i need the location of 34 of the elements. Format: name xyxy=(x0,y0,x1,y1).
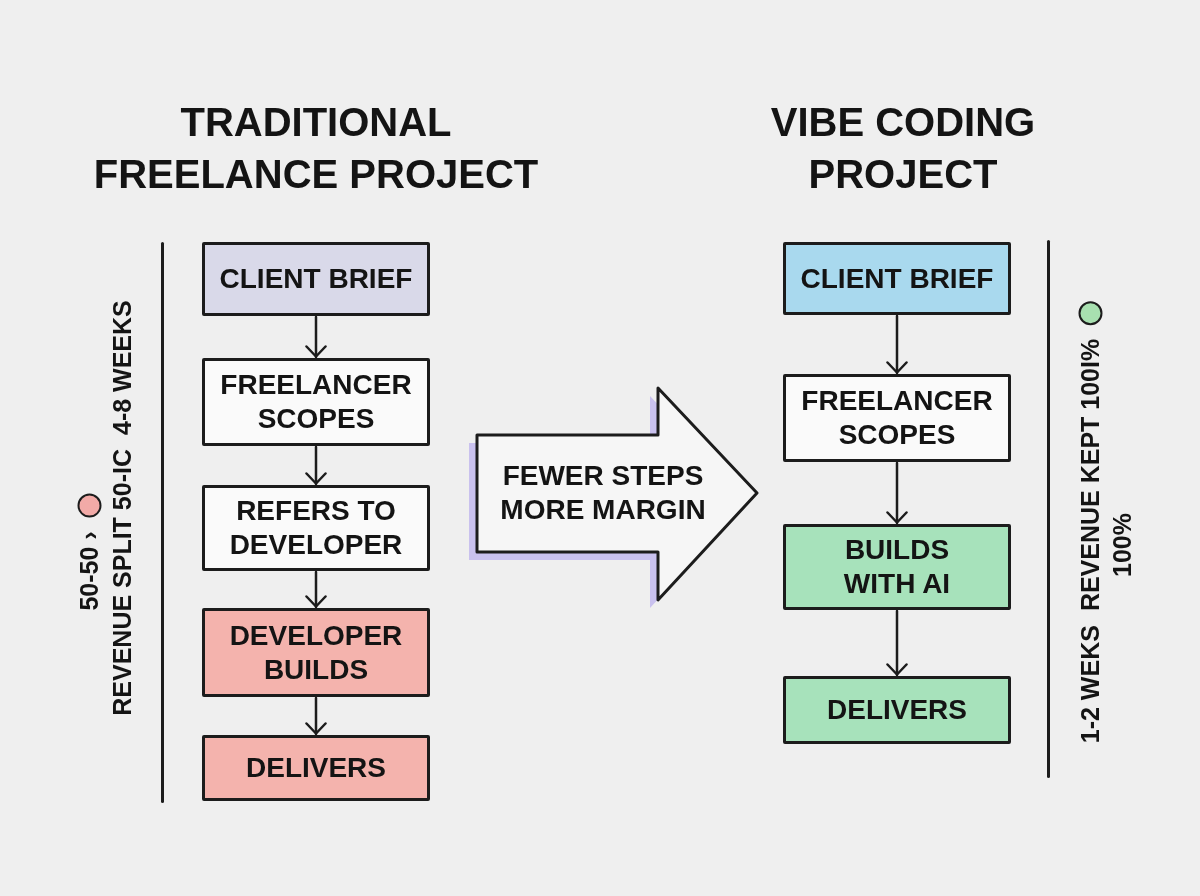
process-box xyxy=(202,242,430,316)
arrow xyxy=(305,570,327,609)
step-label: REFERS TO DEVELOPER xyxy=(228,494,404,562)
arrow-label: FEWER STEPS MORE MARGIN xyxy=(499,459,707,527)
column-heading: TRADITIONAL FREELANCE PROJECT xyxy=(92,99,540,198)
process-box xyxy=(783,374,1011,462)
step-label: BUILDS WITH AI xyxy=(842,533,952,601)
arrow xyxy=(886,461,908,525)
process-box xyxy=(202,485,430,571)
arrow xyxy=(305,445,327,486)
process-box xyxy=(202,735,430,801)
step-label: DELIVERS xyxy=(827,693,967,727)
step-label: CLIENT BRIEF xyxy=(219,262,413,296)
arrow xyxy=(305,696,327,736)
process-box xyxy=(783,676,1011,744)
column-heading: VIBE CODING PROJECT xyxy=(769,99,1037,198)
side-note: 1-2 WEKS xyxy=(1077,625,1103,744)
side-note: 50-50 › xyxy=(76,531,102,611)
step-label: FREELANCER SCOPES xyxy=(219,368,413,436)
side-note: REVENUE SPLIT 50-IC xyxy=(109,449,135,716)
step-label: CLIENT BRIEF xyxy=(800,261,994,296)
arrow xyxy=(305,315,327,359)
process-box xyxy=(783,242,1011,315)
side-note: 4-8 WEEKS xyxy=(109,300,135,435)
step-label: DELIVERS xyxy=(246,751,386,785)
arrow xyxy=(886,609,908,677)
step-label: DEVELOPER BUILDS xyxy=(228,618,404,687)
step-label: FREELANCER SCOPES xyxy=(800,384,994,452)
process-box xyxy=(783,524,1011,610)
side-note: REVENUE KEPT 100I% xyxy=(1077,338,1103,612)
process-box xyxy=(202,608,430,697)
arrow xyxy=(886,314,908,375)
process-box xyxy=(202,358,430,446)
side-note: 100% xyxy=(1109,513,1135,577)
